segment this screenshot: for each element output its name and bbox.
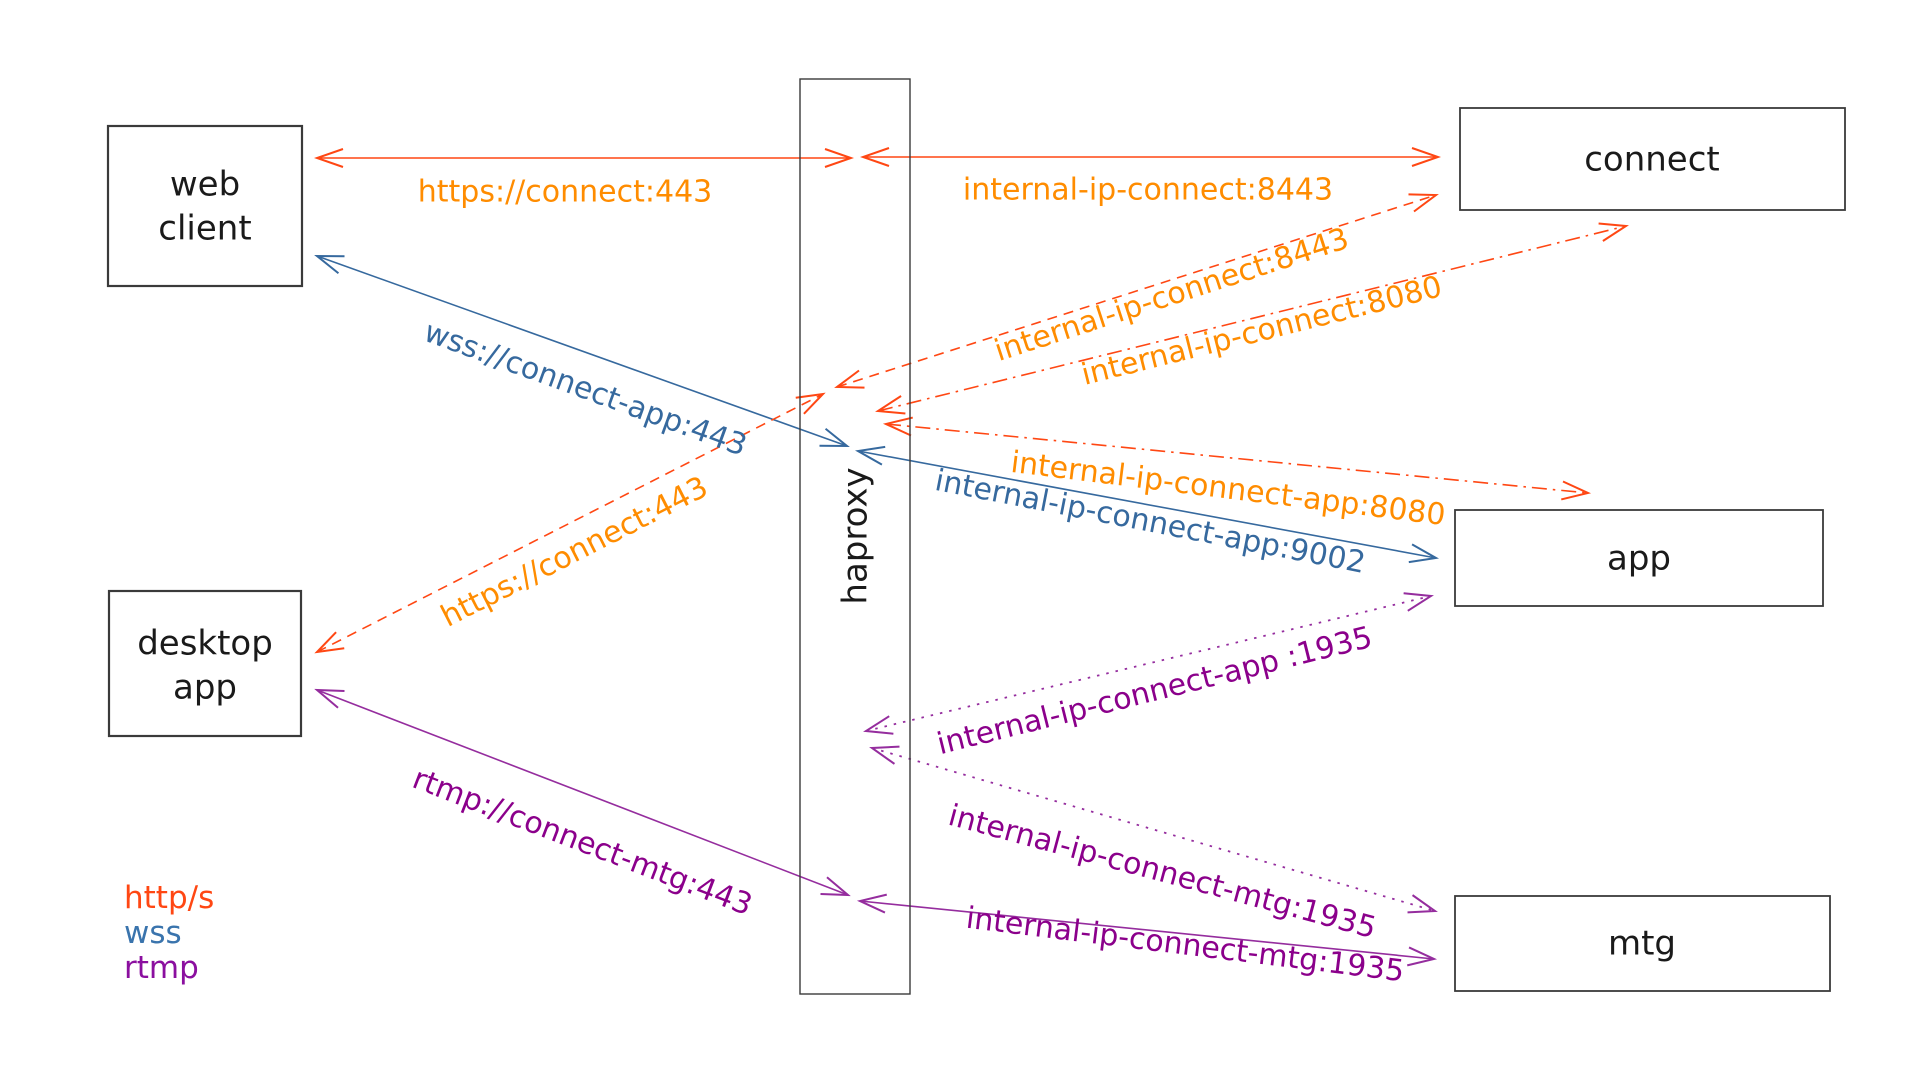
legend-item-https: http/s <box>124 880 214 916</box>
edge-https-desktop-haproxy-dashed <box>317 394 823 652</box>
nodes: web client desktop app haproxy connect a… <box>106 78 1846 995</box>
edge-https-haproxy-connect-dashdot <box>878 226 1626 411</box>
node-web-client: web client <box>106 124 304 288</box>
node-haproxy-label: haproxy <box>836 467 876 604</box>
node-app-box <box>1454 509 1824 607</box>
legend-item-wss: wss <box>124 915 182 951</box>
edge-rtmp-haproxy-app-dotted <box>866 596 1431 731</box>
node-haproxy-box <box>799 78 911 995</box>
edge-label-https-connect-443: https://connect:443 <box>418 175 713 210</box>
node-web-client-box <box>106 124 304 288</box>
node-haproxy: haproxy <box>799 78 911 995</box>
node-connect-box <box>1459 107 1846 211</box>
node-mtg-label: mtg <box>1608 924 1676 964</box>
node-desktop-app-label-line2: app <box>173 668 237 708</box>
node-desktop-app-box <box>107 589 303 738</box>
node-web-client-label-line2: client <box>158 209 251 249</box>
node-connect: connect <box>1459 107 1846 211</box>
legend-item-rtmp: rtmp <box>124 950 199 986</box>
edge-label-rtmp-connect-mtg-443: rtmp://connect-mtg:443 <box>408 761 757 923</box>
node-web-client-label-line1: web <box>170 165 240 205</box>
node-desktop-app-label-line1: desktop <box>137 624 273 664</box>
edge-labels: https://connect:443 internal-ip-connect:… <box>408 173 1448 990</box>
edge-label-https-connect-443-dashed: https://connect:443 <box>435 470 713 635</box>
legend: http/s wss rtmp <box>124 880 214 986</box>
node-connect-label: connect <box>1584 140 1720 180</box>
edge-rtmp-desktop-haproxy <box>317 690 848 895</box>
node-app-label: app <box>1607 539 1671 579</box>
edge-label-wss-connect-app-443: wss://connect-app:443 <box>419 314 751 463</box>
node-desktop-app: desktop app <box>107 589 303 738</box>
node-mtg-box <box>1454 895 1831 992</box>
edge-wss-webclient-haproxy <box>317 256 847 446</box>
node-mtg: mtg <box>1454 895 1831 992</box>
edges <box>317 157 1626 959</box>
edge-label-internal-ip-connect-app-1935: internal-ip-connect-app :1935 <box>934 620 1376 762</box>
node-app: app <box>1454 509 1824 607</box>
edge-label-internal-ip-connect-8080: internal-ip-connect:8080 <box>1078 269 1446 393</box>
edge-label-internal-ip-connect-8443: internal-ip-connect:8443 <box>963 173 1333 208</box>
edge-rtmp-haproxy-mtg <box>860 901 1434 959</box>
